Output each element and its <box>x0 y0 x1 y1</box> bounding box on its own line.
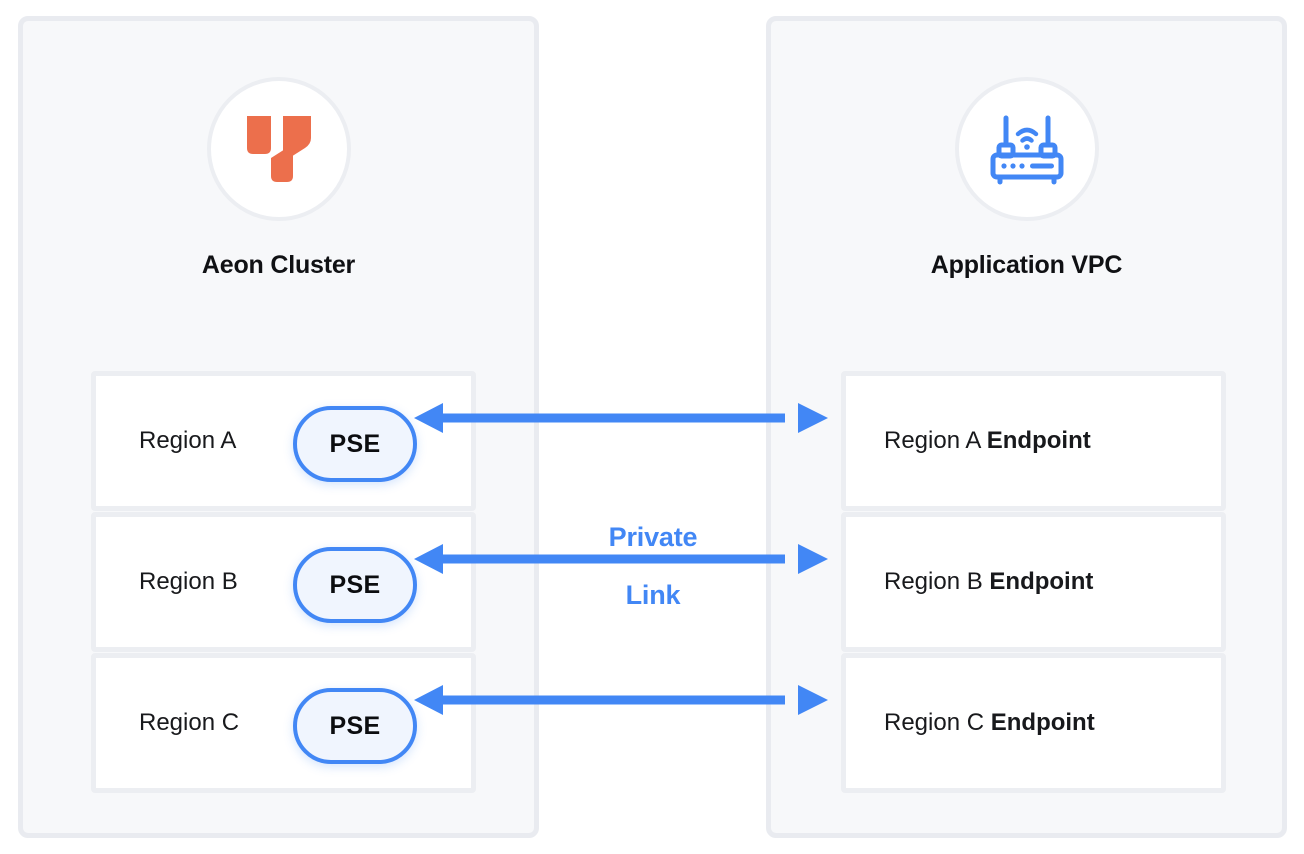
private-link-caption-line2: Link <box>625 580 681 610</box>
private-link-caption-line1: Private <box>608 522 698 552</box>
endpoint-row-a[interactable]: Region A Endpoint <box>841 371 1226 511</box>
endpoint-label-b: Region B Endpoint <box>884 568 1094 595</box>
pse-badge-a[interactable]: PSE <box>293 406 417 482</box>
endpoint-label-c: Region C Endpoint <box>884 709 1095 736</box>
aeon-cluster-title: Aeon Cluster <box>201 251 356 279</box>
region-row-c-left[interactable]: Region C PSE <box>91 653 476 793</box>
endpoint-row-c[interactable]: Region C Endpoint <box>841 653 1226 793</box>
router-icon <box>990 115 1063 185</box>
aeon-logo-icon <box>246 116 311 182</box>
pse-badge-b[interactable]: PSE <box>293 547 417 623</box>
router-circle <box>954 77 1099 221</box>
pse-badge-c[interactable]: PSE <box>293 688 417 764</box>
region-label-a-left: Region A <box>139 427 237 454</box>
private-link-caption: Private Link <box>553 508 753 624</box>
application-vpc-title: Application VPC <box>930 251 1123 279</box>
application-vpc-header: Application VPC <box>771 77 1282 280</box>
endpoint-label-a: Region A Endpoint <box>884 427 1091 454</box>
region-label-c-left: Region C <box>139 709 240 736</box>
aeon-cluster-header: Aeon Cluster <box>23 77 534 280</box>
region-row-b-left[interactable]: Region B PSE <box>91 512 476 652</box>
region-row-a-left[interactable]: Region A PSE <box>91 371 476 511</box>
aeon-logo-circle <box>206 77 351 221</box>
aeon-cluster-panel: Aeon Cluster Region A PSE Region B PSE R… <box>18 16 539 838</box>
region-label-b-left: Region B <box>139 568 238 595</box>
application-vpc-panel: Application VPC Region A Endpoint Region… <box>766 16 1287 838</box>
endpoint-row-b[interactable]: Region B Endpoint <box>841 512 1226 652</box>
